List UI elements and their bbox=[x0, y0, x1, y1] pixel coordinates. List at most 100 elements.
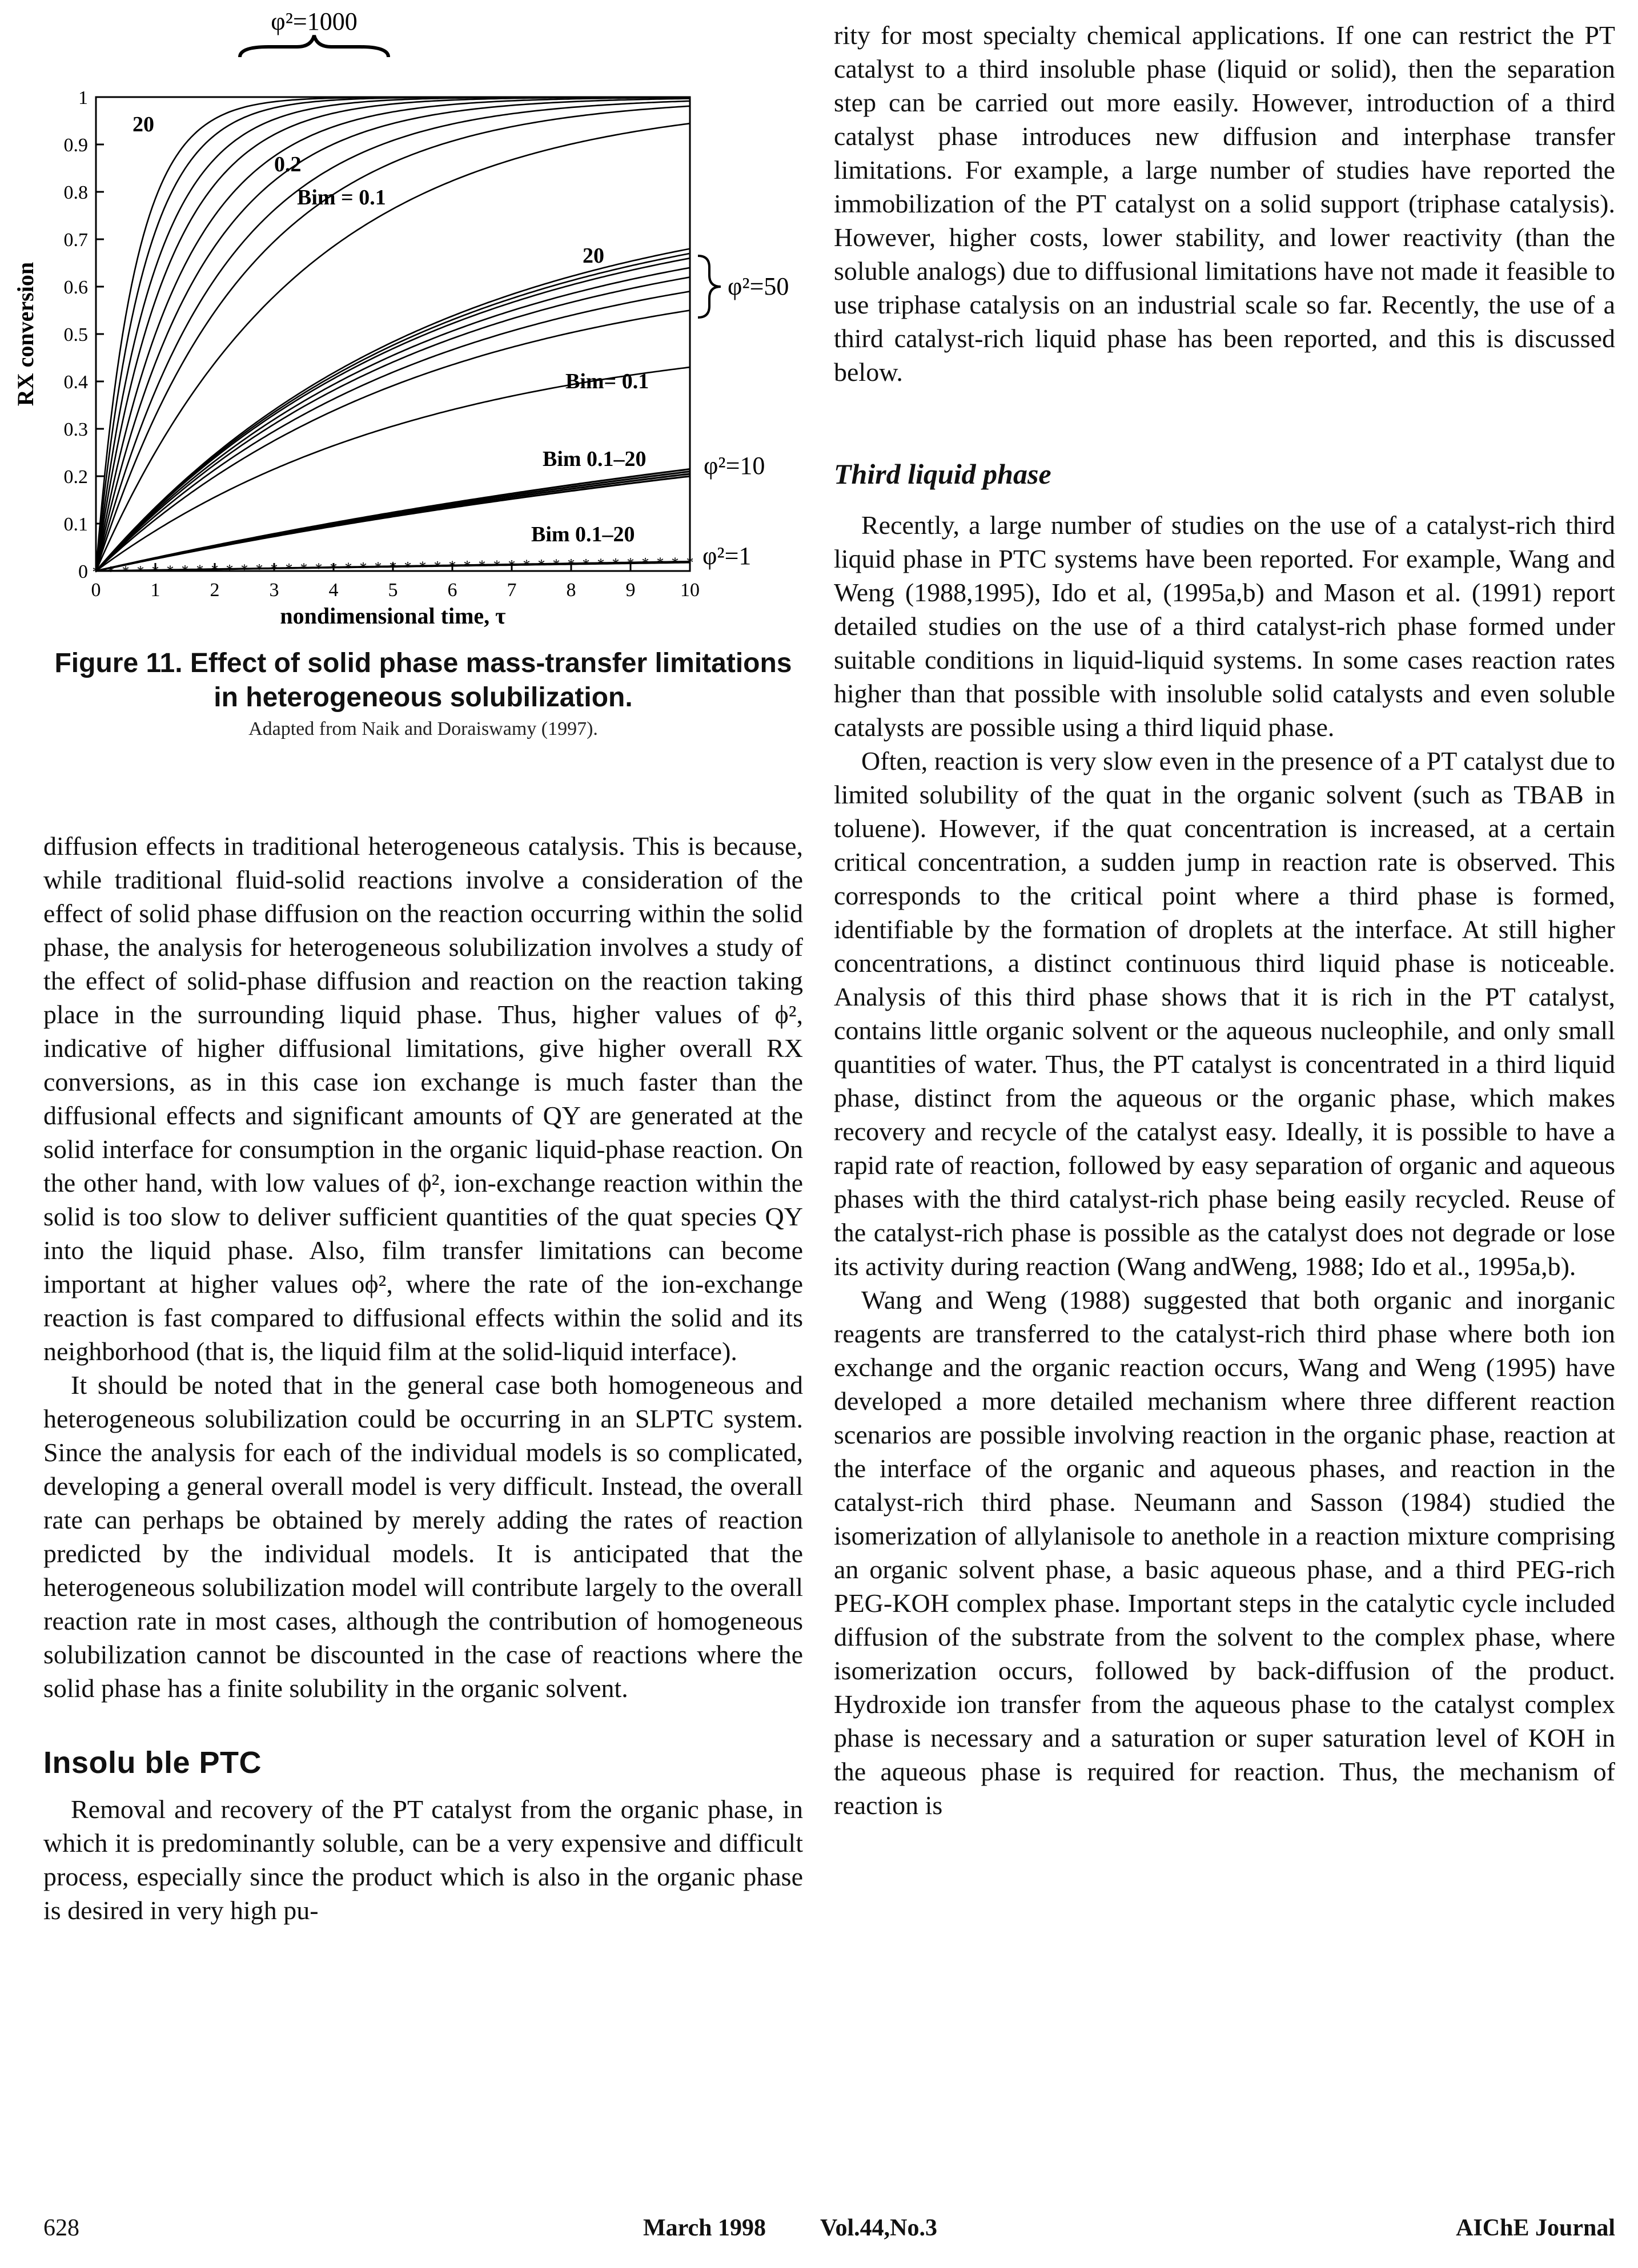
x-tick-label: 4 bbox=[329, 580, 339, 601]
y-tick-label: 0.7 bbox=[64, 230, 89, 251]
phi2-1-label: φ²=1 bbox=[702, 542, 751, 570]
curve-phi2-1000 bbox=[95, 100, 690, 572]
figure-credit: Adapted from Naik and Doraiswamy (1997). bbox=[248, 718, 598, 739]
phi2-1-marker: * bbox=[256, 561, 263, 577]
phi2-1-marker: * bbox=[271, 561, 278, 577]
phi2-1000-label: φ²=1000 bbox=[271, 7, 357, 35]
curve-phi2-50 bbox=[95, 309, 690, 572]
x-tick-label: 7 bbox=[507, 580, 517, 601]
phi2-1-marker: * bbox=[300, 560, 308, 577]
curve-phi2-50 bbox=[95, 366, 690, 572]
y-tick-label: 0.9 bbox=[64, 135, 89, 156]
x-tick-label: 1 bbox=[151, 580, 160, 601]
right-paragraph-4: Wang and Weng (1988) suggested that both… bbox=[834, 1285, 1615, 1820]
curve-phi2-1000 bbox=[95, 122, 690, 572]
phi2-1-marker: * bbox=[286, 561, 293, 577]
y-tick-label: 0.8 bbox=[64, 182, 89, 203]
phi2-1-marker: * bbox=[375, 559, 382, 576]
left-paragraph-1: diffusion effects in traditional heterog… bbox=[43, 831, 803, 1366]
annotation-bim-0-2: 0.2 bbox=[274, 152, 302, 176]
x-tick-label: 8 bbox=[567, 580, 576, 601]
curve-phi2-50 bbox=[95, 248, 690, 572]
phi2-1-marker: * bbox=[523, 557, 531, 573]
curve-phi2-1000 bbox=[95, 98, 690, 572]
phi2-1-marker: * bbox=[241, 561, 248, 578]
y-tick-label: 0.5 bbox=[64, 324, 89, 345]
volume-number: Vol.44,No.3 bbox=[820, 2215, 937, 2241]
phi2-1-marker: * bbox=[583, 556, 590, 572]
y-tick-label: 0.4 bbox=[64, 372, 89, 393]
x-tick-label: 3 bbox=[270, 580, 279, 601]
phi2-1-marker: * bbox=[315, 560, 323, 577]
phi2-1-marker: * bbox=[137, 563, 144, 580]
right-column: rity for most specialty chemical applica… bbox=[834, 18, 1615, 1822]
phi2-1-marker: * bbox=[493, 557, 501, 574]
phi2-1-marker: * bbox=[479, 557, 486, 574]
x-tick-label: 10 bbox=[680, 580, 700, 601]
y-tick-label: 0.2 bbox=[64, 467, 89, 488]
annotation-bim-20-top: 20 bbox=[133, 112, 154, 136]
phi2-1-marker: * bbox=[167, 562, 174, 579]
phi2-1-marker: * bbox=[360, 560, 367, 576]
curve-phi2-50 bbox=[95, 252, 690, 572]
phi2-1-marker: * bbox=[152, 562, 159, 579]
phi2-1-marker: * bbox=[122, 563, 130, 580]
phi2-1-marker: * bbox=[404, 558, 412, 575]
curve-phi2-50 bbox=[95, 267, 690, 572]
phi2-1-marker: * bbox=[419, 558, 427, 575]
phi2-1-marker: * bbox=[642, 555, 649, 572]
phi2-1-marker: * bbox=[672, 554, 679, 571]
phi2-1-marker: * bbox=[597, 556, 605, 572]
journal-name: AIChE Journal bbox=[1456, 2215, 1615, 2241]
figure-caption: Figure 11. Effect of solid phase mass-tr… bbox=[54, 648, 792, 713]
subsection-heading-third-liquid-phase: Third liquid phase bbox=[834, 458, 1051, 490]
left-paragraph-3: Removal and recovery of the PT catalyst … bbox=[43, 1795, 803, 1925]
section-heading-insoluble-ptc: Insolu ble PTC bbox=[43, 1746, 262, 1780]
phi2-1-marker: * bbox=[330, 560, 338, 576]
phi2-1000-brace bbox=[238, 35, 390, 58]
phi2-1-marker: * bbox=[345, 560, 352, 576]
y-tick-label: 0.1 bbox=[64, 514, 89, 535]
phi2-1-marker: * bbox=[508, 557, 516, 573]
annotation-bim-0-1-top: Bim = 0.1 bbox=[297, 186, 386, 210]
y-tick-label: 0.6 bbox=[64, 277, 89, 298]
phi2-1-marker: * bbox=[93, 564, 100, 580]
curve-phi2-1000 bbox=[95, 96, 690, 572]
phi2-50-label: φ²=50 bbox=[728, 272, 789, 300]
phi2-1-marker: * bbox=[182, 562, 189, 579]
x-tick-label: 6 bbox=[448, 580, 457, 601]
left-column: diffusion effects in traditional heterog… bbox=[43, 829, 803, 1927]
y-tick-label: 0 bbox=[78, 561, 88, 582]
y-tick-label: 0.3 bbox=[64, 419, 89, 440]
page-footer: 628 March 1998 Vol.44,No.3 AIChE Journal bbox=[43, 2214, 1615, 2249]
annotation-bim-range-10: Bim 0.1–20 bbox=[543, 447, 647, 471]
right-paragraph-3: Often, reaction is very slow even in the… bbox=[834, 746, 1615, 1281]
y-axis-label: RX conversion bbox=[13, 262, 38, 406]
curve-phi2-1000 bbox=[95, 96, 690, 572]
annotation-bim-20-mid: 20 bbox=[583, 244, 604, 268]
phi2-1-marker: * bbox=[612, 555, 620, 572]
phi2-1-marker: * bbox=[211, 562, 219, 578]
x-tick-label: 2 bbox=[210, 580, 220, 601]
phi2-1-marker: * bbox=[390, 559, 397, 576]
x-tick-label: 5 bbox=[388, 580, 398, 601]
phi2-1-marker: * bbox=[627, 555, 635, 572]
page-number: 628 bbox=[43, 2215, 79, 2241]
annotation-bim-range-1: Bim 0.1–20 bbox=[531, 522, 635, 546]
phi2-1-marker: * bbox=[464, 558, 471, 574]
curve-phi2-10 bbox=[95, 475, 690, 572]
phi2-1-marker: * bbox=[226, 561, 234, 578]
right-paragraph-2: Recently, a large number of studies on t… bbox=[834, 510, 1615, 742]
phi2-1-marker: * bbox=[553, 556, 560, 573]
phi2-1-marker: * bbox=[449, 558, 456, 574]
phi2-1-marker: * bbox=[657, 554, 664, 571]
x-tick-label: 9 bbox=[626, 580, 636, 601]
x-axis-label: nondimensional time, τ bbox=[280, 603, 505, 629]
curve-phi2-50 bbox=[95, 257, 690, 572]
y-tick-label: 1 bbox=[78, 87, 88, 108]
curve-phi2-50 bbox=[95, 291, 690, 572]
right-paragraph-1: rity for most specialty chemical applica… bbox=[834, 21, 1615, 387]
phi2-1-marker: * bbox=[568, 556, 575, 573]
figure-11-chart: 0 0.1 0.2 0.3 0.4 0.5 0.6 0.7 0.8 0.9 10 1 2 3 4 5 6 7 8 9 1… bbox=[13, 7, 789, 629]
phi2-1-marker: * bbox=[434, 558, 441, 574]
